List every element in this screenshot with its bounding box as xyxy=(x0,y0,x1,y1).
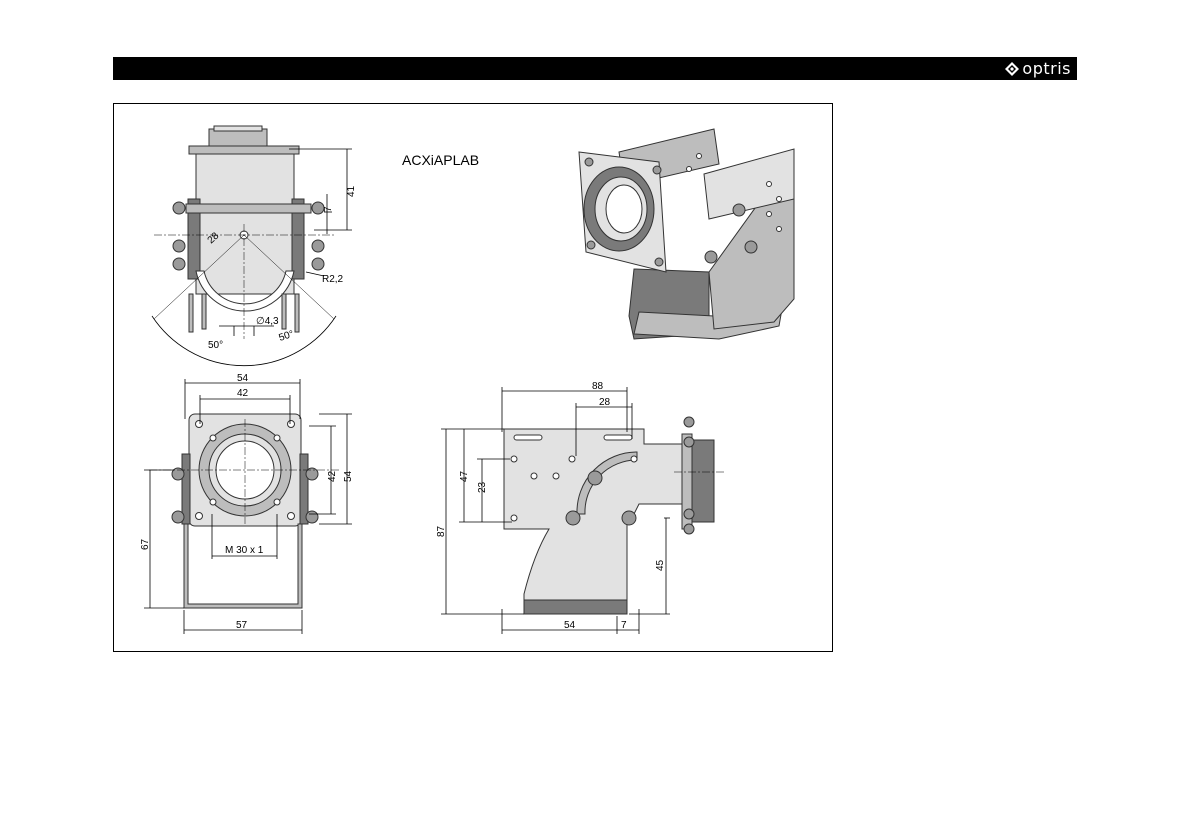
dim-67: 67 xyxy=(140,538,151,550)
sensor-head xyxy=(209,129,267,146)
dim-41: 41 xyxy=(346,185,357,197)
sensor-bore xyxy=(606,185,642,233)
dim-thread: M 30 x 1 xyxy=(225,545,264,556)
bolt-icon xyxy=(172,511,184,523)
bolt-icon xyxy=(733,204,745,216)
dim-54-width: 54 xyxy=(237,373,249,384)
bolt-icon xyxy=(312,240,324,252)
dim-7-offset: 7 xyxy=(621,620,627,631)
slot-left xyxy=(514,435,542,440)
bolt-icon xyxy=(588,471,602,485)
bolt-icon xyxy=(684,524,694,534)
dim-28-slot: 28 xyxy=(599,397,611,408)
product-label: ACXiAPLAB xyxy=(402,152,479,168)
dim-87: 87 xyxy=(436,525,447,537)
dim-45: 45 xyxy=(655,559,666,571)
technical-drawing: 41 7 R2,2 28 ∅4,3 50° 50° ACXiAPLAB xyxy=(114,104,832,651)
brand-name: optris xyxy=(1022,59,1071,78)
bolt-icon xyxy=(684,437,694,447)
bolt-icon xyxy=(173,202,185,214)
bolt-icon xyxy=(173,240,185,252)
drawing-frame: 41 7 R2,2 28 ∅4,3 50° 50° ACXiAPLAB xyxy=(113,103,833,652)
bolt-icon xyxy=(173,258,185,270)
dim-23: 23 xyxy=(477,481,488,493)
dim-angle-right: 50° xyxy=(278,329,296,344)
dim-hole-diameter: ∅4,3 xyxy=(256,316,279,327)
side-plate-profile xyxy=(504,429,684,614)
dim-7: 7 xyxy=(323,206,334,212)
dim-42-height: 42 xyxy=(327,470,338,482)
cross-bar xyxy=(186,204,311,213)
dim-42-width: 42 xyxy=(237,388,249,399)
dim-54-height: 54 xyxy=(343,470,354,482)
bolt-icon xyxy=(312,258,324,270)
slot-right xyxy=(604,435,632,440)
bolt-icon xyxy=(306,511,318,523)
bolt-icon xyxy=(745,241,757,253)
bolt-icon xyxy=(705,251,717,263)
header-bar: optris xyxy=(113,57,1077,80)
brand-logo: optris xyxy=(1005,59,1071,78)
top-flange xyxy=(189,146,299,154)
front-view: 41 7 R2,2 28 ∅4,3 50° 50° xyxy=(152,126,357,366)
dim-radius: R2,2 xyxy=(322,274,344,285)
bolt-icon xyxy=(684,509,694,519)
dim-57: 57 xyxy=(236,620,248,631)
dim-angle-left: 50° xyxy=(208,340,223,351)
side-view: 88 28 47 23 87 45 54 7 xyxy=(436,381,726,634)
bolt-icon xyxy=(566,511,580,525)
bolt-icon xyxy=(684,417,694,427)
dim-88: 88 xyxy=(592,381,604,392)
u-bracket xyxy=(184,524,302,608)
front-plate xyxy=(196,154,294,294)
dim-47: 47 xyxy=(459,470,470,482)
optris-diamond-logo-icon xyxy=(1005,62,1019,76)
dim-54-base: 54 xyxy=(564,620,576,631)
rear-view: 54 42 42 54 67 M 30 x 1 57 xyxy=(140,373,354,634)
bolt-icon xyxy=(622,511,636,525)
sensor-body xyxy=(692,440,714,522)
isometric-view xyxy=(579,129,794,339)
